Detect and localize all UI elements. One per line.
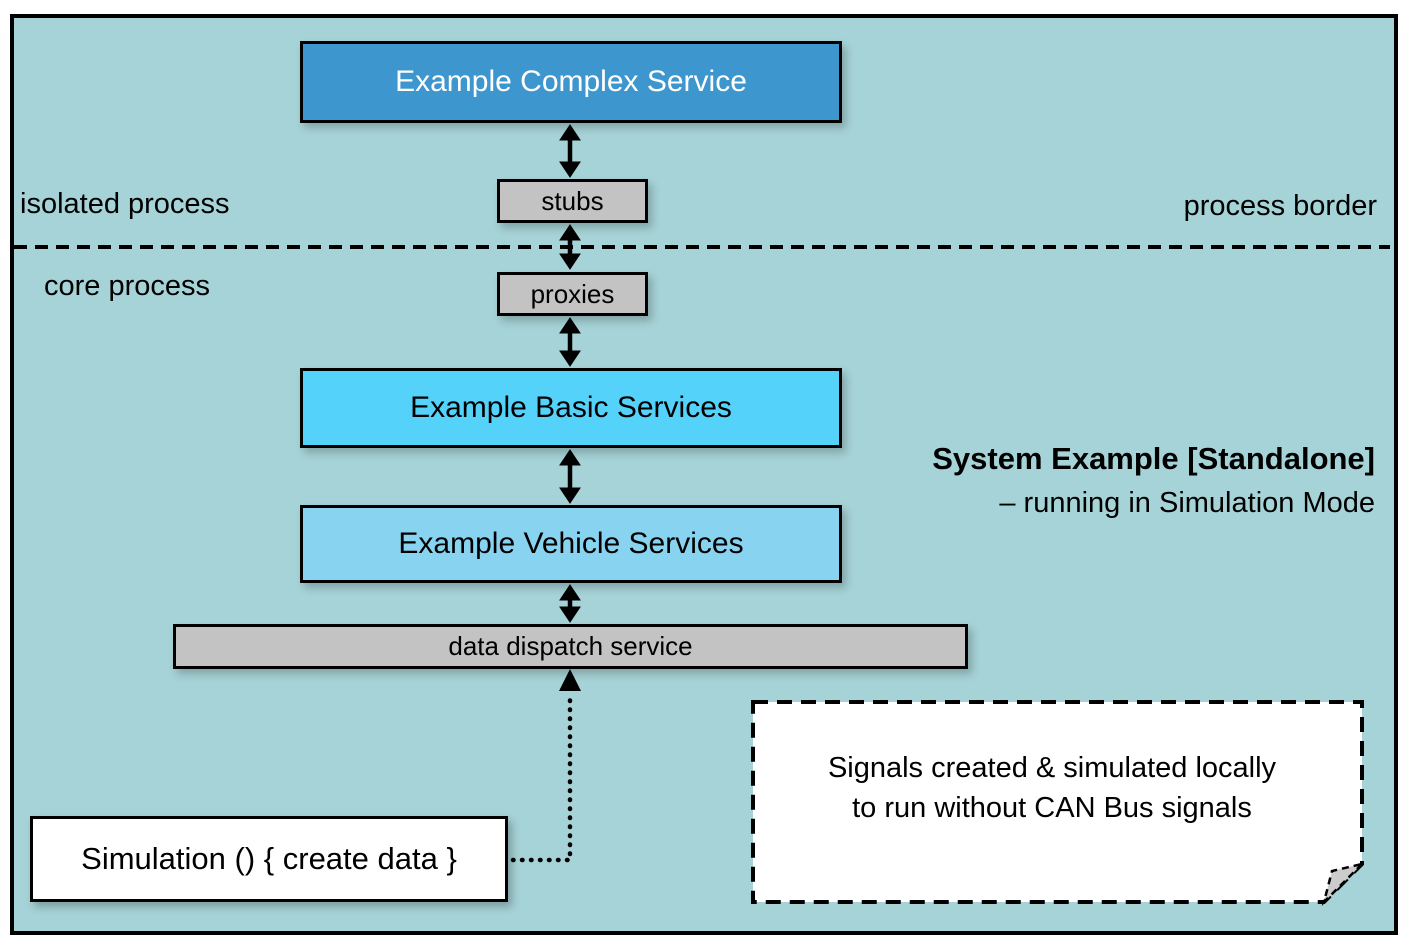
note-text-line2: to run without CAN Bus signals <box>852 792 1252 824</box>
diagram-caption: System Example [Standalone] – running in… <box>932 441 1375 520</box>
node-data-dispatch-service: data dispatch service <box>173 624 968 669</box>
label-process-border: process border <box>1183 190 1377 222</box>
label-isolated-process: isolated process <box>20 188 230 220</box>
note-box: Signals created & simulated locally to r… <box>751 700 1366 907</box>
node-example-complex-service: Example Complex Service <box>300 41 842 123</box>
node-example-vehicle-services: Example Vehicle Services <box>300 505 842 583</box>
note-fold-corner <box>1321 861 1366 907</box>
node-simulation-create-data-label: Simulation () { create data } <box>81 841 457 876</box>
node-simulation-create-data: Simulation () { create data } <box>30 816 508 902</box>
note-text-line1: Signals created & simulated locally <box>828 752 1277 784</box>
node-stubs-label: stubs <box>541 185 604 216</box>
node-proxies-label: proxies <box>530 278 615 309</box>
caption-title: System Example [Standalone] <box>932 441 1375 476</box>
node-data-dispatch-service-label: data dispatch service <box>448 631 693 661</box>
node-proxies: proxies <box>497 272 648 316</box>
node-example-complex-service-label: Example Complex Service <box>395 65 747 98</box>
node-example-basic-services-label: Example Basic Services <box>410 391 732 424</box>
caption-subtitle: – running in Simulation Mode <box>999 487 1375 519</box>
node-stubs: stubs <box>497 179 648 223</box>
node-example-vehicle-services-label: Example Vehicle Services <box>398 527 744 560</box>
node-example-basic-services: Example Basic Services <box>300 368 842 448</box>
label-core-process: core process <box>44 270 211 302</box>
